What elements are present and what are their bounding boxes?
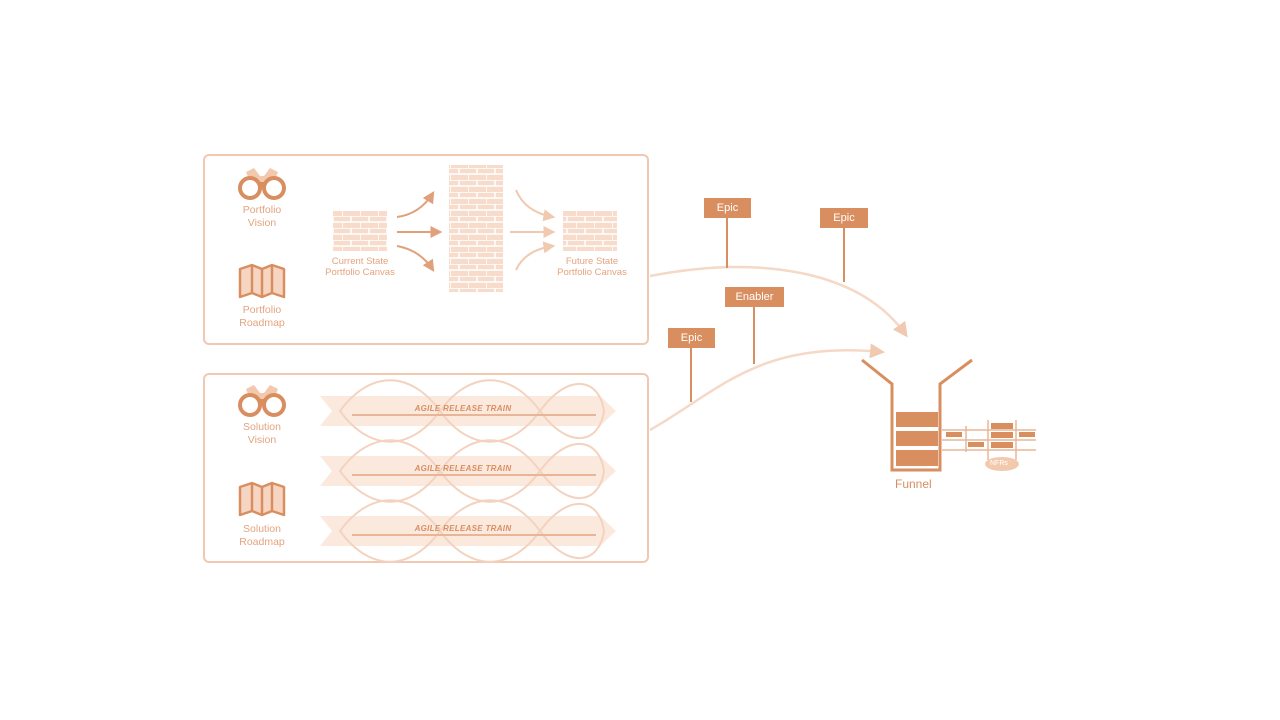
arrow-down	[396, 245, 435, 273]
binoculars-icon	[238, 168, 286, 200]
transition-wall	[449, 165, 503, 292]
art-label: AGILE RELEASE TRAIN	[414, 464, 512, 473]
future-state-label: Future State Portfolio Canvas	[557, 256, 627, 278]
art-label: AGILE RELEASE TRAIN	[414, 524, 512, 533]
epic-flag: Epic	[820, 208, 868, 228]
solution-roadmap-label: Solution Roadmap	[239, 523, 285, 548]
arrow-up	[396, 190, 435, 218]
enabler-flag: Enabler	[725, 287, 784, 307]
nfr-label: NFRs	[990, 460, 1008, 467]
current-state-canvas	[333, 211, 387, 251]
epic-flag: Epic	[704, 198, 751, 218]
agile-release-train	[320, 439, 616, 503]
portfolio-vision-label: Portfolio Vision	[242, 204, 282, 229]
arrow-converge-top	[515, 189, 556, 222]
art-label: AGILE RELEASE TRAIN	[414, 404, 512, 413]
portfolio-roadmap-label: Portfolio Roadmap	[239, 304, 285, 329]
arrow-converge-bottom	[515, 241, 556, 271]
epic-flag: Epic	[668, 328, 715, 348]
future-state-canvas	[563, 211, 617, 251]
nfr-board	[942, 420, 1036, 471]
funnel	[861, 358, 973, 472]
solution-flow-curve	[649, 343, 885, 432]
portfolio-panel	[203, 154, 649, 345]
agile-release-train	[320, 499, 616, 563]
agile-release-train	[320, 379, 616, 443]
funnel-label: Funnel	[895, 477, 932, 491]
solution-vision-label: Solution Vision	[243, 421, 281, 446]
map-icon	[238, 263, 286, 299]
map-icon	[238, 481, 286, 517]
portfolio-flow-curve	[649, 265, 908, 338]
binoculars-icon	[238, 385, 286, 417]
current-state-label: Current State Portfolio Canvas	[325, 256, 395, 278]
